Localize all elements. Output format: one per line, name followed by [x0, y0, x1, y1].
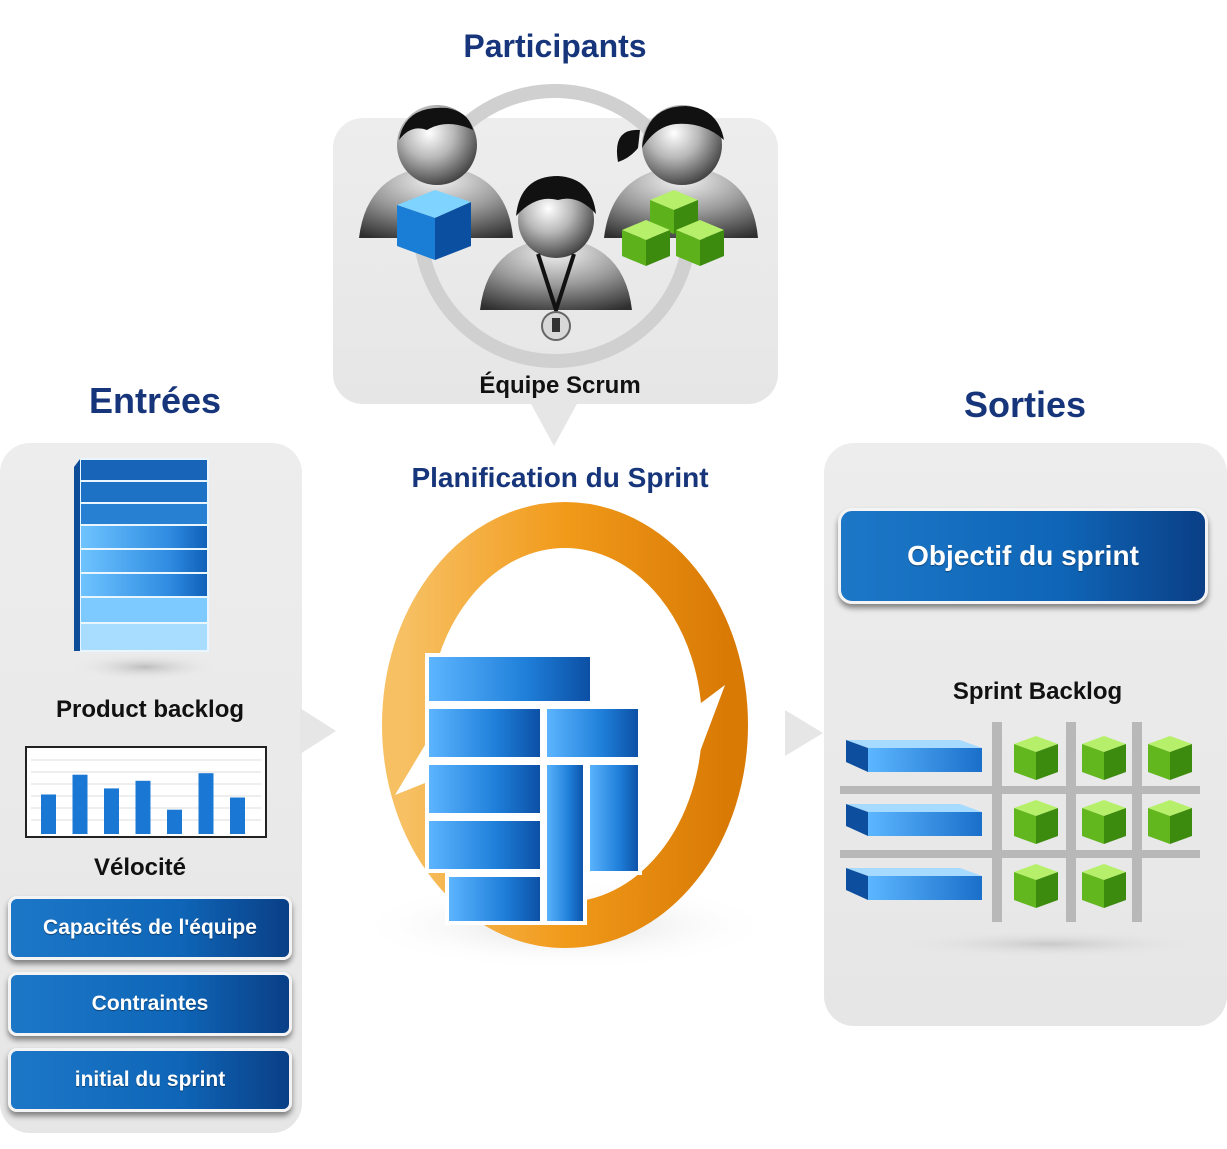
outputs-title: Sorties — [963, 384, 1087, 425]
story-tray-icon — [846, 804, 982, 836]
center-title: Planification du Sprint — [411, 462, 709, 493]
sprint-backlog-label: Sprint Backlog — [952, 678, 1123, 705]
task-cube-icon — [1014, 800, 1058, 844]
product-owner-person-icon — [604, 105, 758, 266]
task-cube-icon — [1082, 800, 1126, 844]
initial-sprint-button[interactable]: initial du sprint — [8, 1048, 292, 1112]
team-label: Équipe Scrum — [479, 372, 641, 399]
scrum-master-person-icon — [480, 176, 632, 341]
sprint-goal-button[interactable]: Objectif du sprint — [838, 508, 1208, 604]
velocity-chart — [25, 746, 267, 838]
velocity-bar — [41, 794, 56, 834]
product-backlog-label: Product backlog — [55, 696, 245, 723]
constraints-button[interactable]: Contraintes — [8, 972, 292, 1036]
outputs-arrow-icon — [785, 710, 823, 756]
task-cube-icon — [1014, 864, 1058, 908]
sprint-cycle-icon — [355, 502, 775, 970]
inputs-arrow-icon — [300, 708, 336, 754]
task-cube-icon — [1082, 736, 1126, 780]
velocity-bar — [167, 809, 182, 834]
velocity-bar — [198, 773, 214, 834]
participants-callout-pointer — [530, 402, 578, 446]
participants-title: Participants — [463, 28, 647, 64]
velocity-bar — [135, 780, 151, 834]
task-cube-icon — [1082, 864, 1126, 908]
task-cube-icon — [1148, 800, 1192, 844]
story-tray-icon — [846, 868, 982, 900]
product-backlog-stack-icon — [70, 458, 220, 681]
velocity-bar — [104, 788, 119, 834]
sprint-backlog-grid-icon — [840, 722, 1210, 958]
velocity-label: Vélocité — [93, 854, 187, 881]
story-tray-icon — [846, 740, 982, 772]
task-cube-icon — [1014, 736, 1058, 780]
developer-person-icon — [359, 105, 513, 260]
task-cube-icon — [1148, 736, 1192, 780]
velocity-bar — [72, 774, 88, 834]
team-capacity-button[interactable]: Capacités de l'équipe — [8, 896, 292, 960]
velocity-bar — [230, 797, 245, 834]
inputs-title: Entrées — [88, 380, 222, 421]
